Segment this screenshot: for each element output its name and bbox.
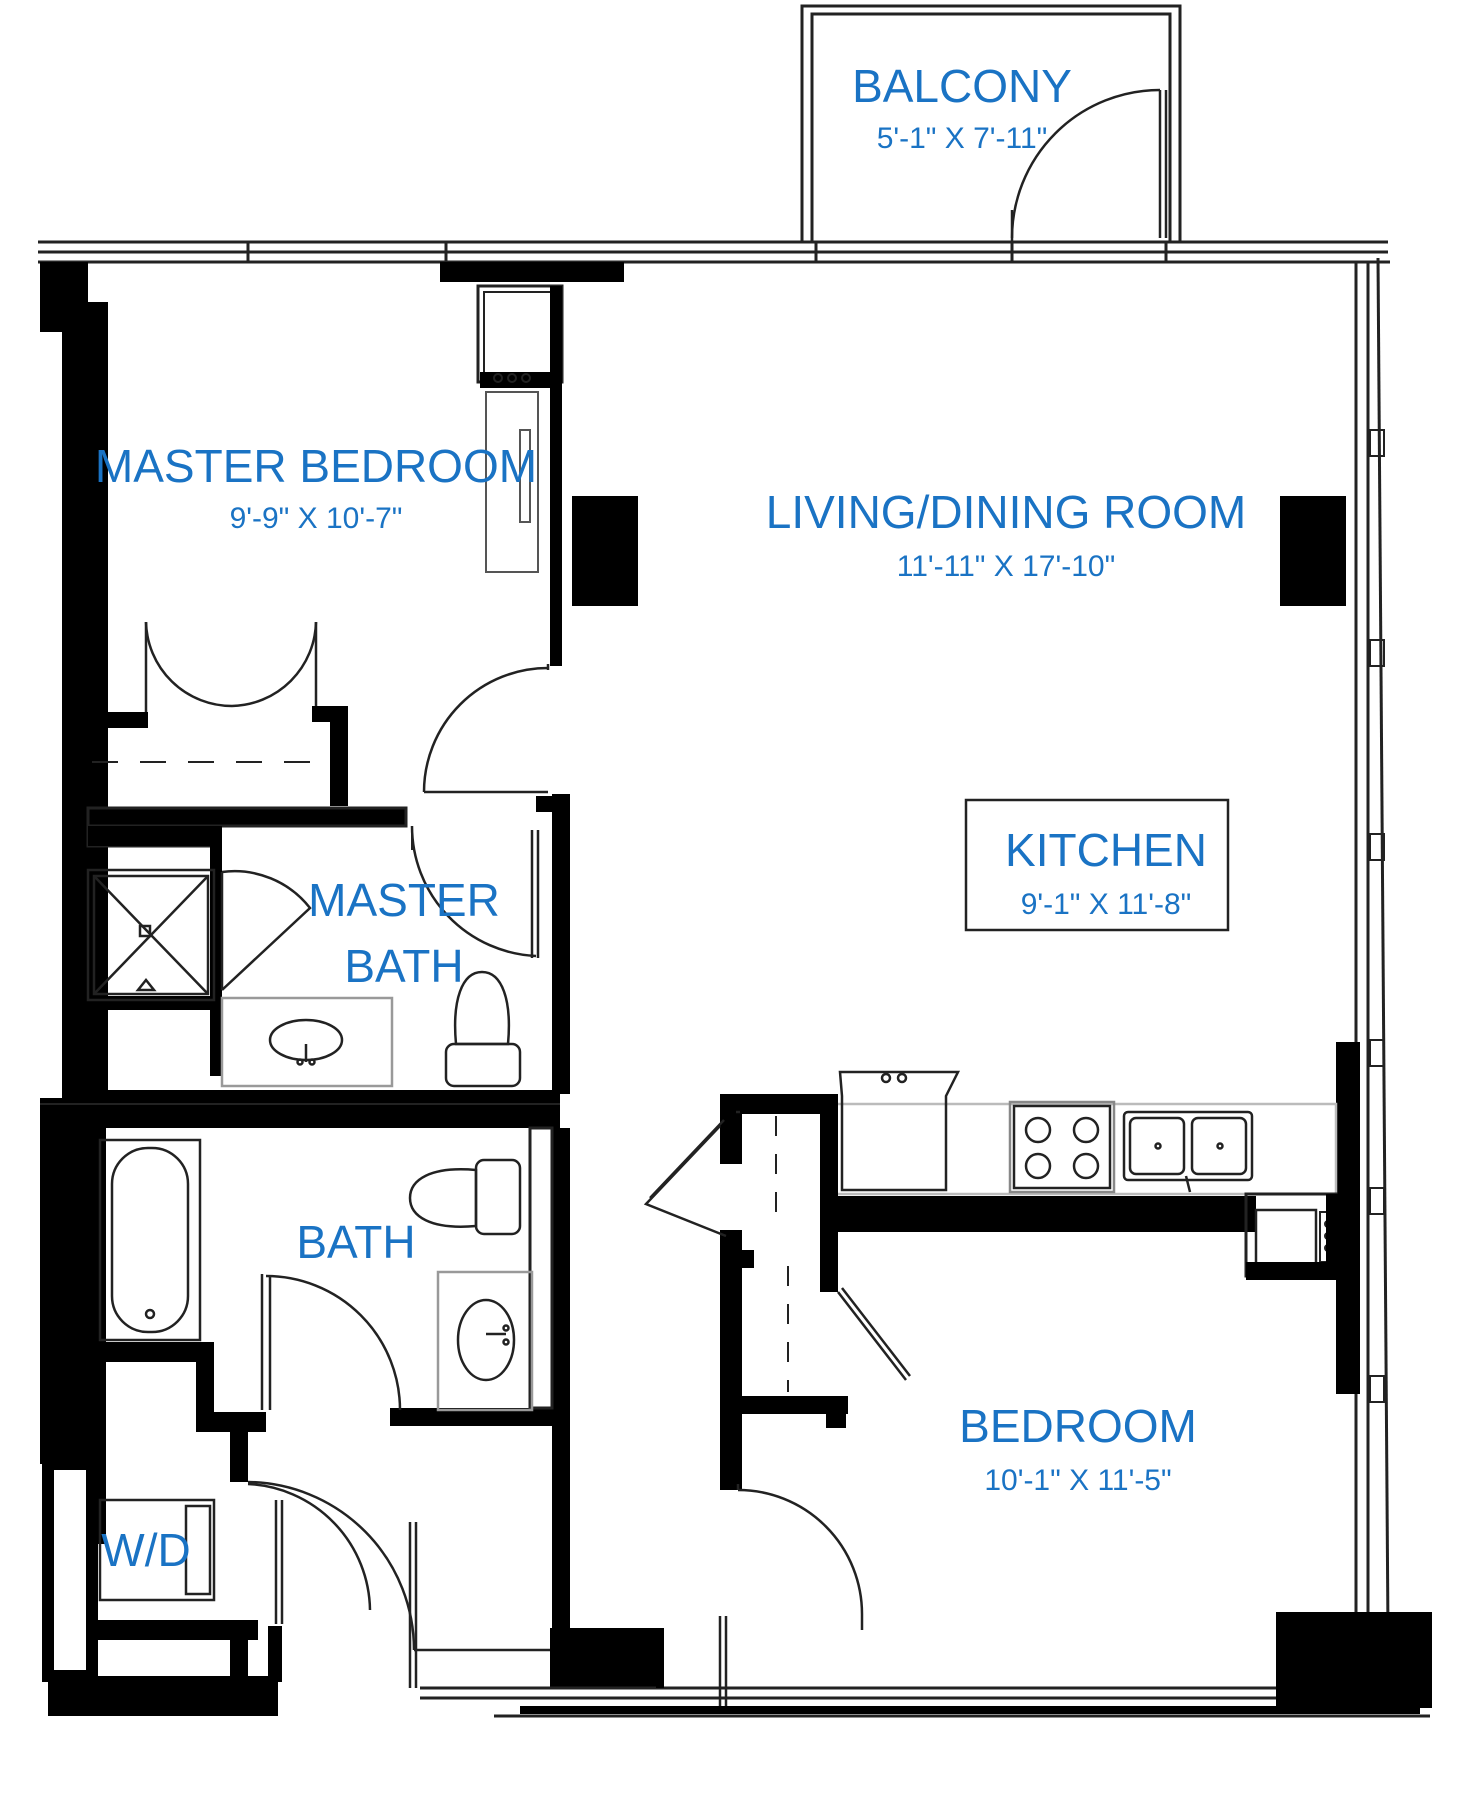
right-exterior-wall bbox=[1276, 257, 1432, 1708]
balcony-door bbox=[1010, 88, 1168, 242]
bath-vanity bbox=[436, 1270, 534, 1412]
bath-walls bbox=[88, 1126, 570, 1548]
master-bedroom-label: MASTER BEDROOM bbox=[95, 440, 537, 492]
master-closet bbox=[86, 621, 408, 828]
top-exterior-wall bbox=[38, 240, 1390, 264]
bottom-exterior-wall bbox=[420, 1628, 1430, 1718]
kitchen-label: KITCHEN bbox=[1005, 824, 1207, 876]
master-shower bbox=[86, 868, 312, 1002]
bath-label: BATH bbox=[296, 1216, 415, 1268]
master-bedroom-dims: 9'-9" X 10'-7" bbox=[230, 502, 403, 535]
master-toilet bbox=[444, 970, 522, 1088]
master-bath-label-line1: MASTER bbox=[308, 874, 500, 926]
master-vanity bbox=[220, 996, 394, 1088]
entry-door bbox=[247, 1480, 550, 1688]
bedroom-door bbox=[718, 1484, 864, 1706]
kitchen-island-outline bbox=[964, 798, 1230, 932]
linen-closet bbox=[643, 1110, 911, 1490]
column-living-left bbox=[572, 496, 638, 606]
mb-living-wall bbox=[476, 284, 564, 666]
living-dining-dims: 11'-11" X 17'-10" bbox=[897, 550, 1115, 583]
left-exterior-wall bbox=[40, 262, 108, 1150]
laundry-closet bbox=[88, 1482, 372, 1676]
kitchen-dims: 9'-1" X 11'-8" bbox=[1021, 888, 1192, 921]
column-bedroom-divider bbox=[656, 1628, 664, 1688]
bedroom-label: BEDROOM bbox=[959, 1400, 1197, 1452]
column-living-right bbox=[1280, 496, 1346, 606]
bedroom-dims: 10'-1" X 11'-5" bbox=[984, 1464, 1171, 1497]
living-dining-label: LIVING/DINING ROOM bbox=[766, 486, 1246, 538]
middle-separation-wall bbox=[72, 1090, 560, 1128]
mb-door bbox=[422, 664, 550, 794]
bathtub bbox=[98, 1138, 202, 1342]
kitchen-bedroom-wall bbox=[720, 1094, 1346, 1292]
kitchen-counter bbox=[830, 1070, 1338, 1196]
laundry-label: W/D bbox=[101, 1524, 190, 1576]
balcony-dims: 5'-1" X 7'-11" bbox=[877, 122, 1048, 155]
bath-door bbox=[260, 1274, 402, 1411]
column-bottom-left bbox=[552, 1548, 570, 1628]
bath-toilet bbox=[408, 1158, 522, 1236]
left-exterior-wall-lower bbox=[40, 1150, 282, 1716]
master-bath-label-line2: BATH bbox=[344, 940, 463, 992]
column-top bbox=[440, 262, 624, 282]
balcony-label: BALCONY bbox=[852, 60, 1072, 112]
